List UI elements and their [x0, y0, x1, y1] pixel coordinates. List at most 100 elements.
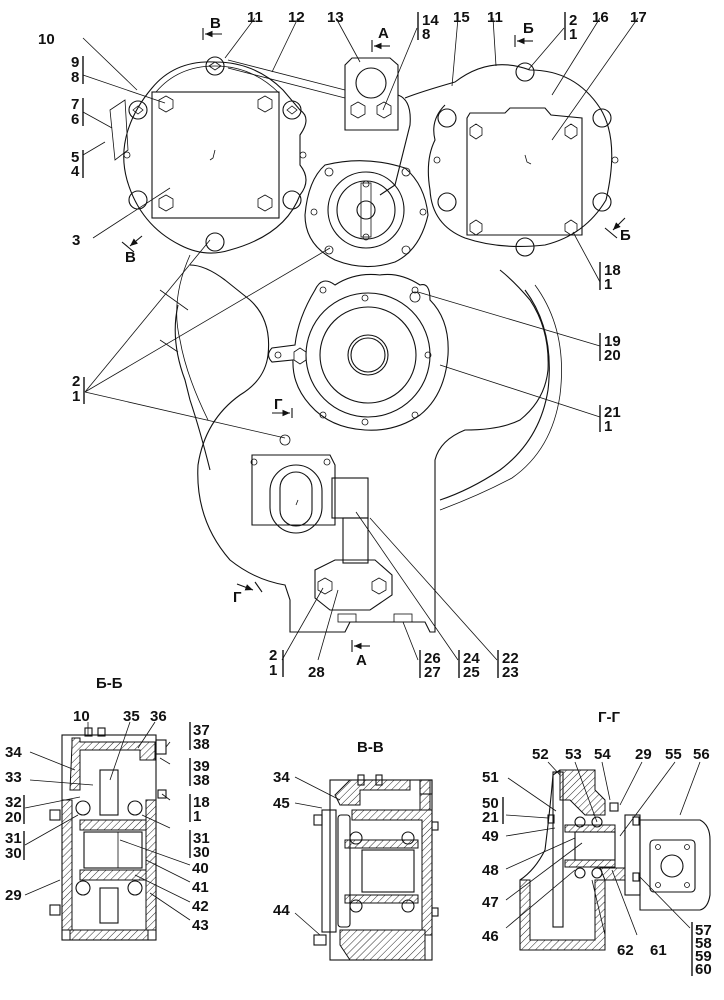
callout-10: 10 [38, 31, 55, 48]
bracket-13 [344, 57, 411, 196]
main-housing [159, 254, 562, 633]
callout-20: 20 [5, 809, 22, 826]
callout-46: 46 [482, 928, 499, 945]
callout-5: 5 [71, 149, 79, 166]
callout-48: 48 [482, 862, 499, 879]
callout-1: 1 [193, 808, 201, 825]
callout-1-bottom: 1 [269, 662, 277, 679]
callout-30-left: 30 [5, 845, 22, 862]
callout-1-top: 1 [569, 26, 577, 43]
section-mark-v-top: В [210, 15, 221, 32]
callout-54: 54 [594, 746, 611, 763]
callout-60: 60 [695, 961, 712, 978]
callout-58: 58 [695, 935, 712, 952]
callout-51: 51 [482, 769, 499, 786]
section-mark-a-bottom: А [356, 652, 367, 669]
callout-12: 12 [288, 9, 305, 26]
callout-18: 18 [193, 794, 210, 811]
callout-11-right: 11 [487, 9, 503, 26]
callout-17: 17 [630, 9, 647, 26]
callout-40: 40 [192, 860, 209, 877]
callout-33: 33 [5, 769, 22, 786]
callout-44: 44 [273, 902, 290, 919]
callout-29: 29 [635, 746, 652, 763]
callout-1-21: 1 [604, 418, 612, 435]
callout-20: 20 [604, 347, 621, 364]
section-vv-title: В-В [357, 739, 384, 756]
callout-43: 43 [192, 917, 209, 934]
callout-15: 15 [453, 9, 470, 26]
callout-23: 23 [502, 664, 519, 681]
callout-16: 16 [592, 9, 609, 26]
callout-1-18: 1 [604, 276, 612, 293]
callout-18: 18 [604, 262, 621, 279]
section-gg-callouts: 52 53 54 29 55 56 51 50 21 49 48 47 46 6… [482, 746, 712, 978]
callout-50: 50 [482, 795, 499, 812]
callout-7: 7 [71, 96, 79, 113]
callout-49: 49 [482, 828, 499, 845]
section-bb-title: Б-Б [96, 675, 123, 692]
callout-31-left: 31 [5, 830, 22, 847]
callout-19: 19 [604, 333, 621, 350]
callout-24: 24 [463, 650, 480, 667]
callout-31-right: 31 [193, 830, 210, 847]
callout-2-bottom: 2 [269, 647, 277, 664]
section-bb: Б-Б [5, 675, 210, 941]
callout-8-b: 8 [422, 26, 430, 43]
callout-21: 21 [482, 809, 499, 826]
callout-2-top: 2 [569, 12, 577, 29]
callout-35: 35 [123, 708, 140, 725]
section-mark-g-top: Г [274, 396, 283, 413]
callout-3: 3 [72, 232, 80, 249]
right-cover-housing [404, 62, 619, 257]
callout-10: 10 [73, 708, 90, 725]
callout-38-b: 38 [193, 772, 210, 789]
callout-55: 55 [665, 746, 682, 763]
callout-47: 47 [482, 894, 499, 911]
main-view-callouts: 10 9 8 7 6 5 4 11 12 13 14 8 15 11 2 1 1… [38, 9, 647, 681]
callout-26: 26 [424, 650, 441, 667]
section-marks: В В А А Б Б Г Г [121, 15, 631, 669]
callout-45: 45 [273, 795, 290, 812]
callout-21: 21 [604, 404, 621, 421]
callout-25: 25 [463, 664, 480, 681]
callout-13: 13 [327, 9, 344, 26]
callout-22: 22 [502, 650, 519, 667]
section-mark-g-bottom: Г [233, 589, 242, 606]
callout-11-left: 11 [247, 9, 263, 26]
callout-14: 14 [422, 12, 439, 29]
section-mark-a-top: А [378, 25, 389, 42]
callout-56: 56 [693, 746, 710, 763]
callout-34: 34 [5, 744, 22, 761]
upper-flange [304, 160, 429, 268]
callout-27: 27 [424, 664, 441, 681]
callout-6: 6 [71, 111, 79, 128]
section-mark-b-top: Б [523, 20, 534, 37]
callout-28: 28 [308, 664, 325, 681]
callout-34: 34 [273, 769, 290, 786]
section-gg-title: Г-Г [598, 709, 620, 726]
callout-37: 37 [193, 722, 210, 739]
left-cover-housing [109, 56, 307, 254]
callout-52: 52 [532, 746, 549, 763]
callout-30-right: 30 [193, 844, 210, 861]
callout-59: 59 [695, 948, 712, 965]
callout-2-left: 2 [72, 373, 80, 390]
callout-39: 39 [193, 758, 210, 775]
callout-32: 32 [5, 794, 22, 811]
callout-29: 29 [5, 887, 22, 904]
section-gg: Г-Г [482, 709, 712, 978]
center-flange [267, 273, 449, 431]
section-gg-leaders [505, 761, 701, 936]
callout-41: 41 [192, 879, 209, 896]
main-view: В В А А Б Б Г Г [38, 9, 647, 681]
callout-53: 53 [565, 746, 582, 763]
section-bb-callouts: 10 35 36 37 38 34 39 38 33 32 20 18 1 31… [5, 708, 210, 934]
section-mark-b-bottom: Б [620, 227, 631, 244]
callout-8: 8 [71, 69, 79, 86]
section-vv: В-В 34 45 44 [273, 739, 439, 961]
lower-pump-body [250, 434, 413, 623]
callout-62: 62 [617, 942, 634, 959]
callout-61: 61 [650, 942, 667, 959]
